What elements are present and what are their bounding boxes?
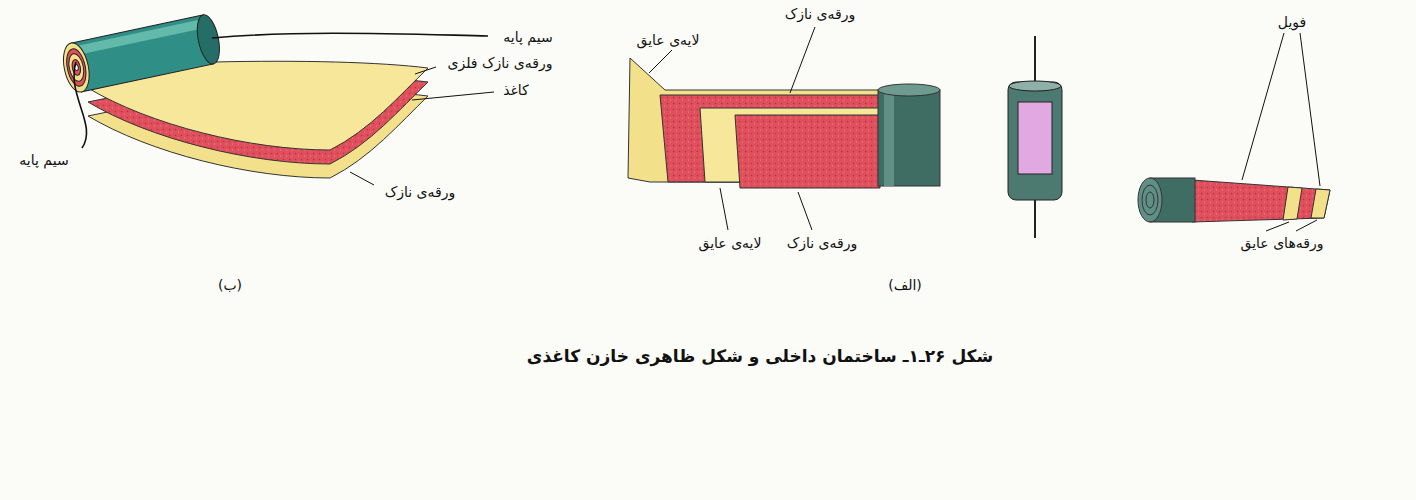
part-label: لایه‌ی عایق (697, 234, 764, 252)
lead-label: سیم پایه (501, 28, 554, 46)
foil-roll (1138, 178, 1330, 222)
paper-roll (59, 13, 223, 95)
part-label: ورقه‌ی نازک (785, 234, 860, 252)
leader-line (350, 27, 1320, 231)
part-label: لایه‌ی عایق (635, 31, 702, 49)
part-label: ورقه‌ی نازک فلزی (445, 54, 554, 72)
part-label: فویل (1276, 13, 1308, 31)
part-label: ورقه‌های عایق (1239, 234, 1326, 252)
lead-label: سیم پایه (17, 151, 70, 169)
layered-sheets (628, 58, 940, 188)
capacitor-body (1008, 36, 1062, 238)
figure-letter: (ب) (216, 276, 244, 294)
part-label: ورقه‌ی نازک (783, 5, 858, 23)
figure-caption: شکل ۲۶ـ۱ـ ساختمان داخلی و شکل ظاهری خازن… (524, 345, 996, 367)
part-label: ورقه‌ی نازک (383, 183, 458, 201)
lead-wire (74, 33, 488, 148)
figure-letter: (الف) (886, 276, 924, 294)
part-label: کاغذ (501, 81, 531, 99)
